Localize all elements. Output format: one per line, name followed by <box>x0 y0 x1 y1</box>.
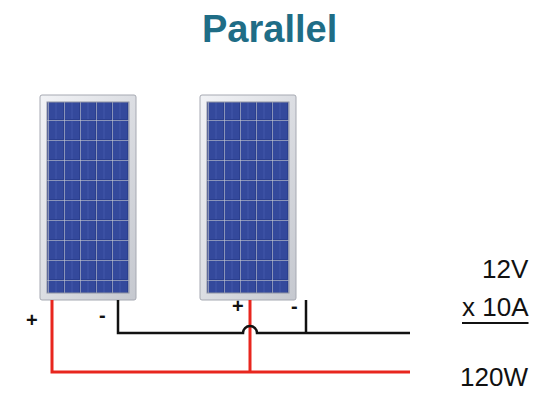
terminal-sign: - <box>99 305 106 325</box>
current-value: x 10A <box>462 294 529 320</box>
solar-panel <box>200 95 296 300</box>
terminal-sign: + <box>232 296 244 316</box>
terminal-sign: + <box>26 310 38 330</box>
voltage-value: 12V <box>482 256 528 282</box>
positive-wire <box>52 300 410 372</box>
diagram-title: Parallel <box>202 10 337 48</box>
negative-wire <box>118 300 410 333</box>
terminal-sign: - <box>291 296 298 316</box>
power-value: 120W <box>460 364 528 390</box>
solar-panel <box>40 95 136 300</box>
